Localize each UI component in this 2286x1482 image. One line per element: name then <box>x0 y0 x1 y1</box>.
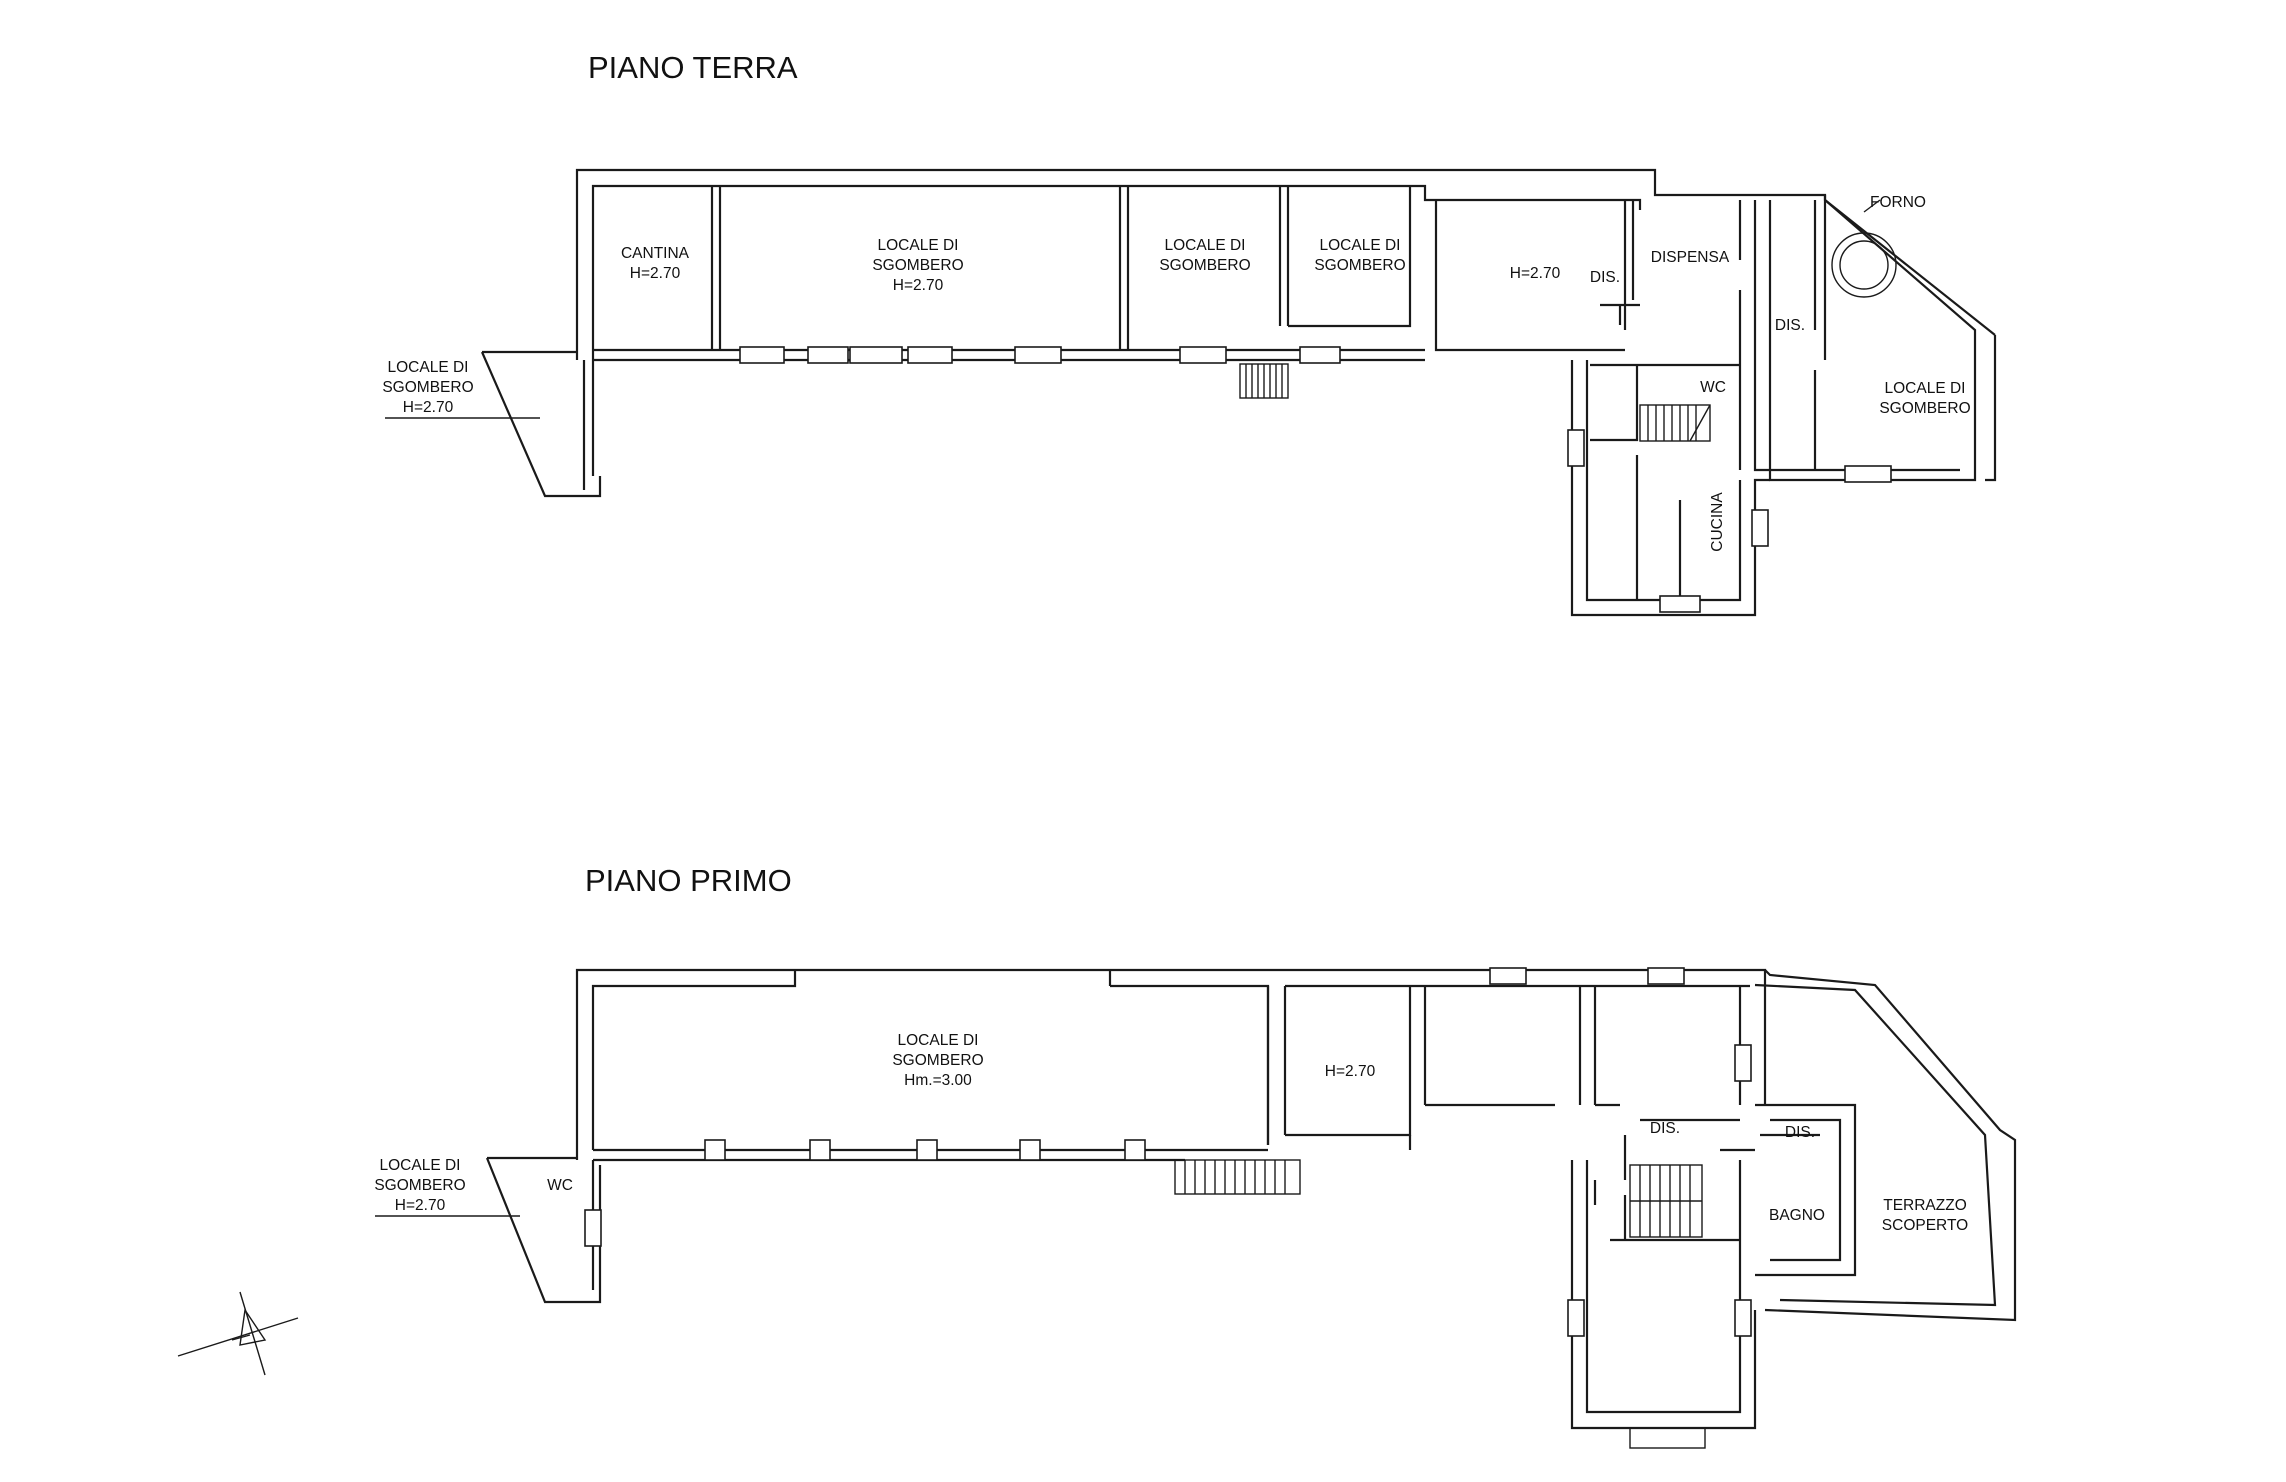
room-label-line: SGOMBERO <box>892 1052 983 1069</box>
room-label-line: FORNO <box>1870 194 1926 211</box>
first-stair-exterior <box>1174 1159 1301 1195</box>
oven-icon <box>1831 199 1897 298</box>
room-label-line: H=2.70 <box>630 265 681 282</box>
room-label-line: TERRAZZO <box>1883 1197 1967 1214</box>
room-label-line: SGOMBERO <box>1879 400 1970 417</box>
room-label-line: H=2.70 <box>893 277 944 294</box>
ground-partitions <box>710 186 1817 600</box>
room-label-line: DIS. <box>1785 1124 1815 1141</box>
room-label-line: SGOMBERO <box>1159 257 1250 274</box>
room-label-line: LOCALE DI <box>1320 237 1401 254</box>
room-label-line: SGOMBERO <box>1314 257 1405 274</box>
room-label-line: SGOMBERO <box>374 1177 465 1194</box>
room-label-line: DIS. <box>1590 269 1620 286</box>
room-label-line: LOCALE DI <box>1165 237 1246 254</box>
room-label-line: H=2.70 <box>403 399 454 416</box>
room-label-line: WC <box>547 1177 573 1194</box>
first-room-labels: LOCALE DI SGOMBERO Hm.=3.00 H=2.70 DIS. … <box>374 1032 1968 1234</box>
room-label-line: H=2.70 <box>1510 265 1561 282</box>
ground-outer-walls <box>480 168 1997 617</box>
first-stair-interior <box>1629 1164 1703 1238</box>
room-label-line: H=2.70 <box>1325 1063 1376 1080</box>
ground-windows <box>739 346 1892 613</box>
room-label-line: LOCALE DI <box>1885 380 1966 397</box>
room-label-line: SGOMBERO <box>872 257 963 274</box>
room-label-line: BAGNO <box>1769 1207 1825 1224</box>
room-label-line: SCOPERTO <box>1882 1217 1968 1234</box>
room-label-line: CUCINA <box>1709 492 1726 552</box>
room-label-line: LOCALE DI <box>878 237 959 254</box>
first-partitions <box>1266 986 1820 1242</box>
room-label-line: LOCALE DI <box>898 1032 979 1049</box>
room-label-line: DIS. <box>1775 317 1805 334</box>
room-label-line: CANTINA <box>621 245 690 262</box>
room-label-line: LOCALE DI <box>388 359 469 376</box>
room-label-line: LOCALE DI <box>380 1157 461 1174</box>
first-floor-plan: LOCALE DI SGOMBERO Hm.=3.00 H=2.70 DIS. … <box>374 967 2017 1449</box>
ground-stair-interior <box>1639 404 1711 442</box>
ground-floor-title: PIANO TERRA <box>588 50 798 85</box>
room-label-line: SGOMBERO <box>382 379 473 396</box>
ground-room-labels: CANTINA H=2.70 LOCALE DI SGOMBERO H=2.70… <box>382 194 1970 552</box>
first-windows <box>584 967 1752 1337</box>
first-floor-title: PIANO PRIMO <box>585 863 792 898</box>
ground-stair-exterior <box>1239 363 1289 399</box>
ground-floor-plan: CANTINA H=2.70 LOCALE DI SGOMBERO H=2.70… <box>382 168 1997 617</box>
room-label-line: DISPENSA <box>1651 249 1730 266</box>
north-arrow-icon <box>177 1291 299 1376</box>
room-label-line: Hm.=3.00 <box>904 1072 972 1089</box>
room-label-line: WC <box>1700 379 1726 396</box>
room-label-line: H=2.70 <box>395 1197 446 1214</box>
room-label-line: DIS. <box>1650 1120 1680 1137</box>
